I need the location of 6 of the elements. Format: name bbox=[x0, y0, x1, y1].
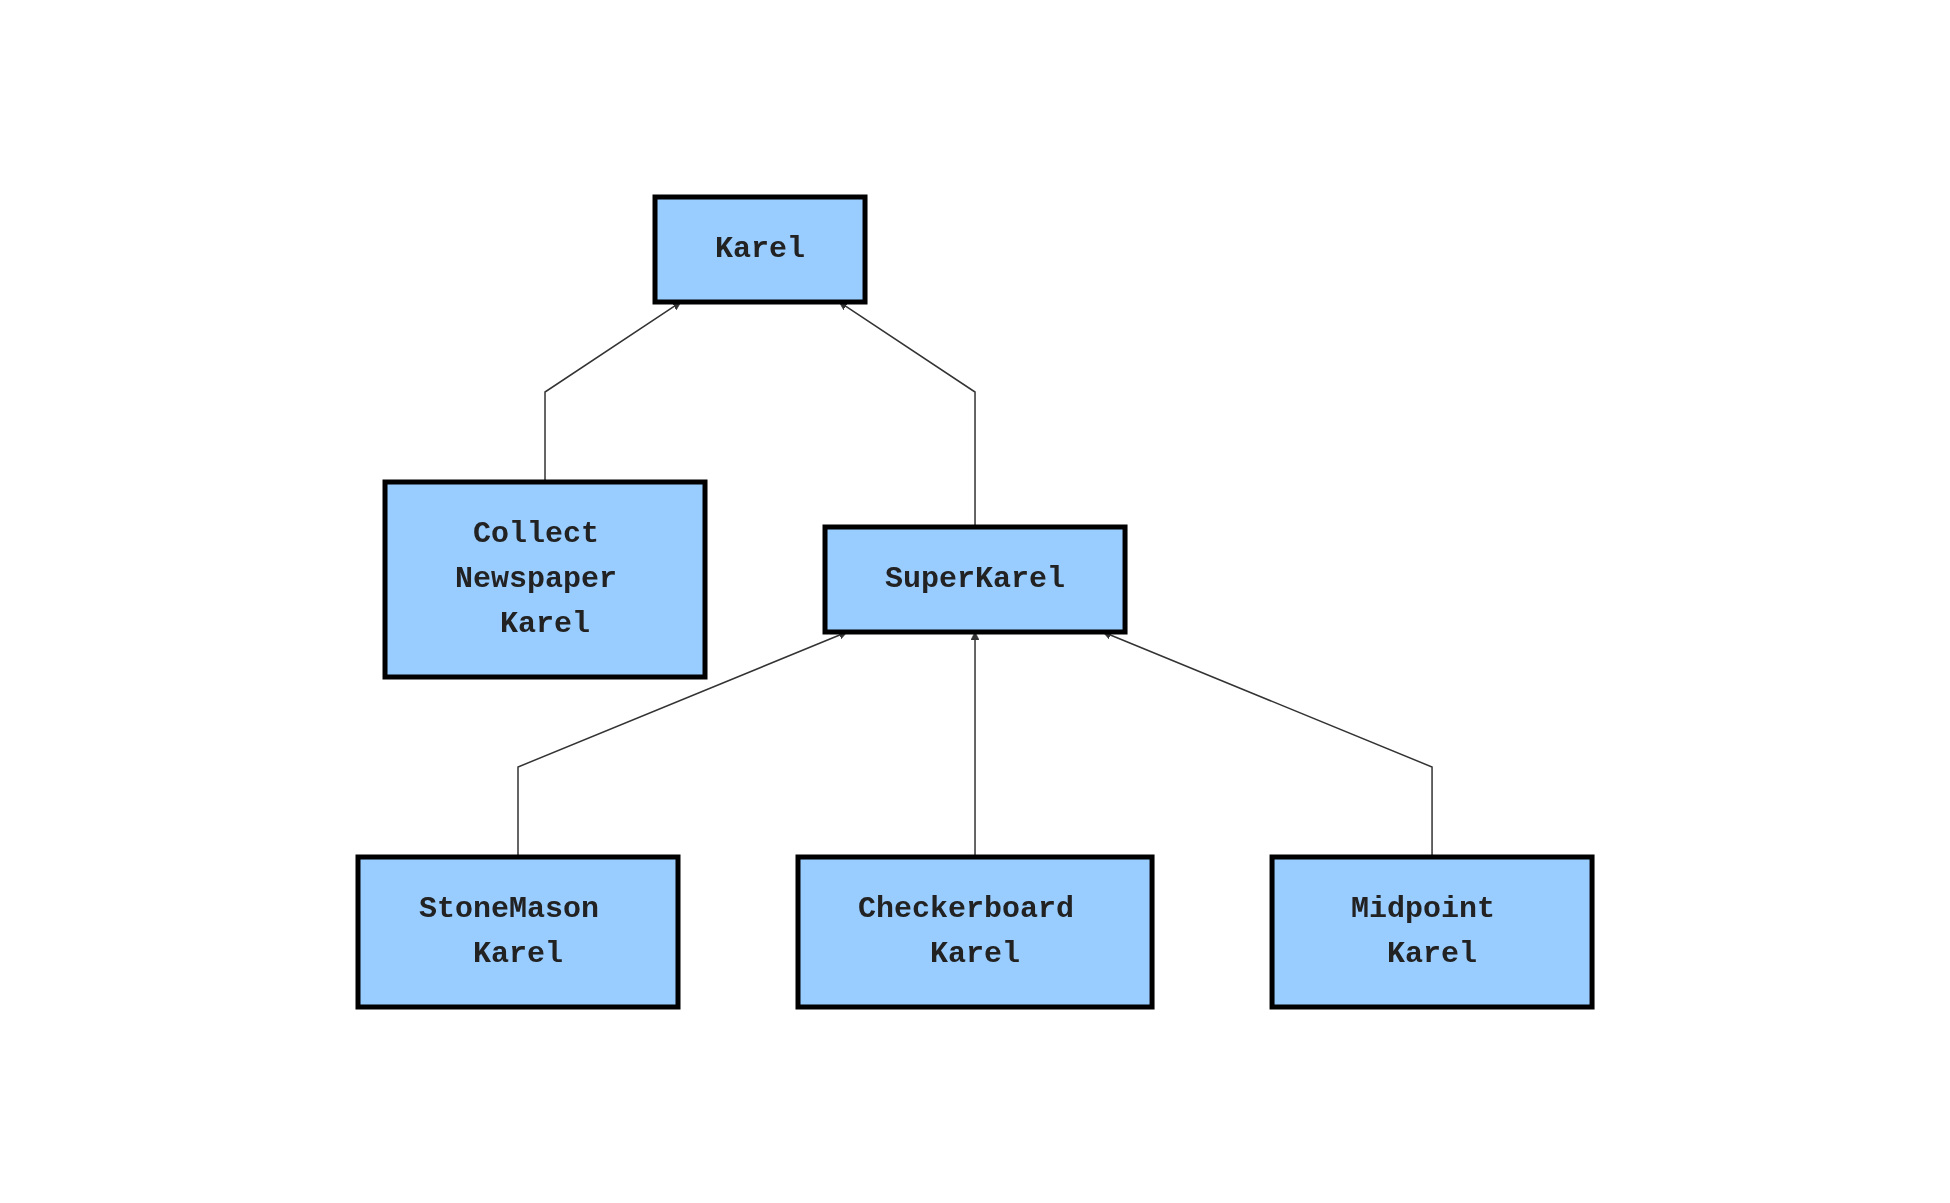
node-box: Collect Newspaper Karel bbox=[382, 479, 708, 679]
node-box: Checkerboard Karel bbox=[795, 854, 1155, 1009]
node-box: Midpoint Karel bbox=[1269, 854, 1595, 1009]
node-box: SuperKarel bbox=[822, 524, 1128, 634]
node-box: Karel bbox=[652, 194, 868, 304]
node-box: StoneMason Karel bbox=[355, 854, 681, 1009]
